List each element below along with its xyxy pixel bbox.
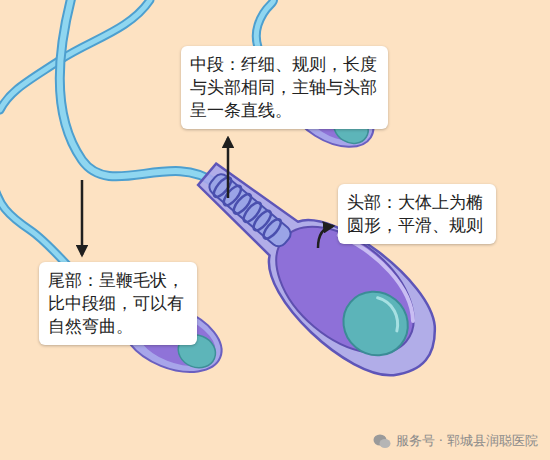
callout-text: 头部：大体上为椭圆形，平滑、规则 (347, 191, 487, 237)
callout-text: 中段：纤细、规则，长度与头部相同，主轴与头部呈一条直线。 (190, 53, 379, 122)
leader-arrow (81, 180, 84, 255)
callout-box: 中段：纤细、规则，长度与头部相同，主轴与头部呈一条直线。 (181, 46, 388, 129)
callout-box: 头部：大体上为椭圆形，平滑、规则 (338, 184, 496, 244)
wechat-icon (373, 434, 391, 449)
watermark-text: 服务号 · 郓城县润聪医院 (396, 432, 538, 450)
leader-arrow (318, 226, 333, 248)
leader-arrow (227, 138, 230, 198)
callout-box: 尾部：呈鞭毛状，比中段细，可以有自然弯曲。 (39, 262, 197, 345)
watermark: 服务号 · 郓城县润聪医院 (373, 432, 538, 450)
callout-text: 尾部：呈鞭毛状，比中段细，可以有自然弯曲。 (48, 269, 188, 338)
